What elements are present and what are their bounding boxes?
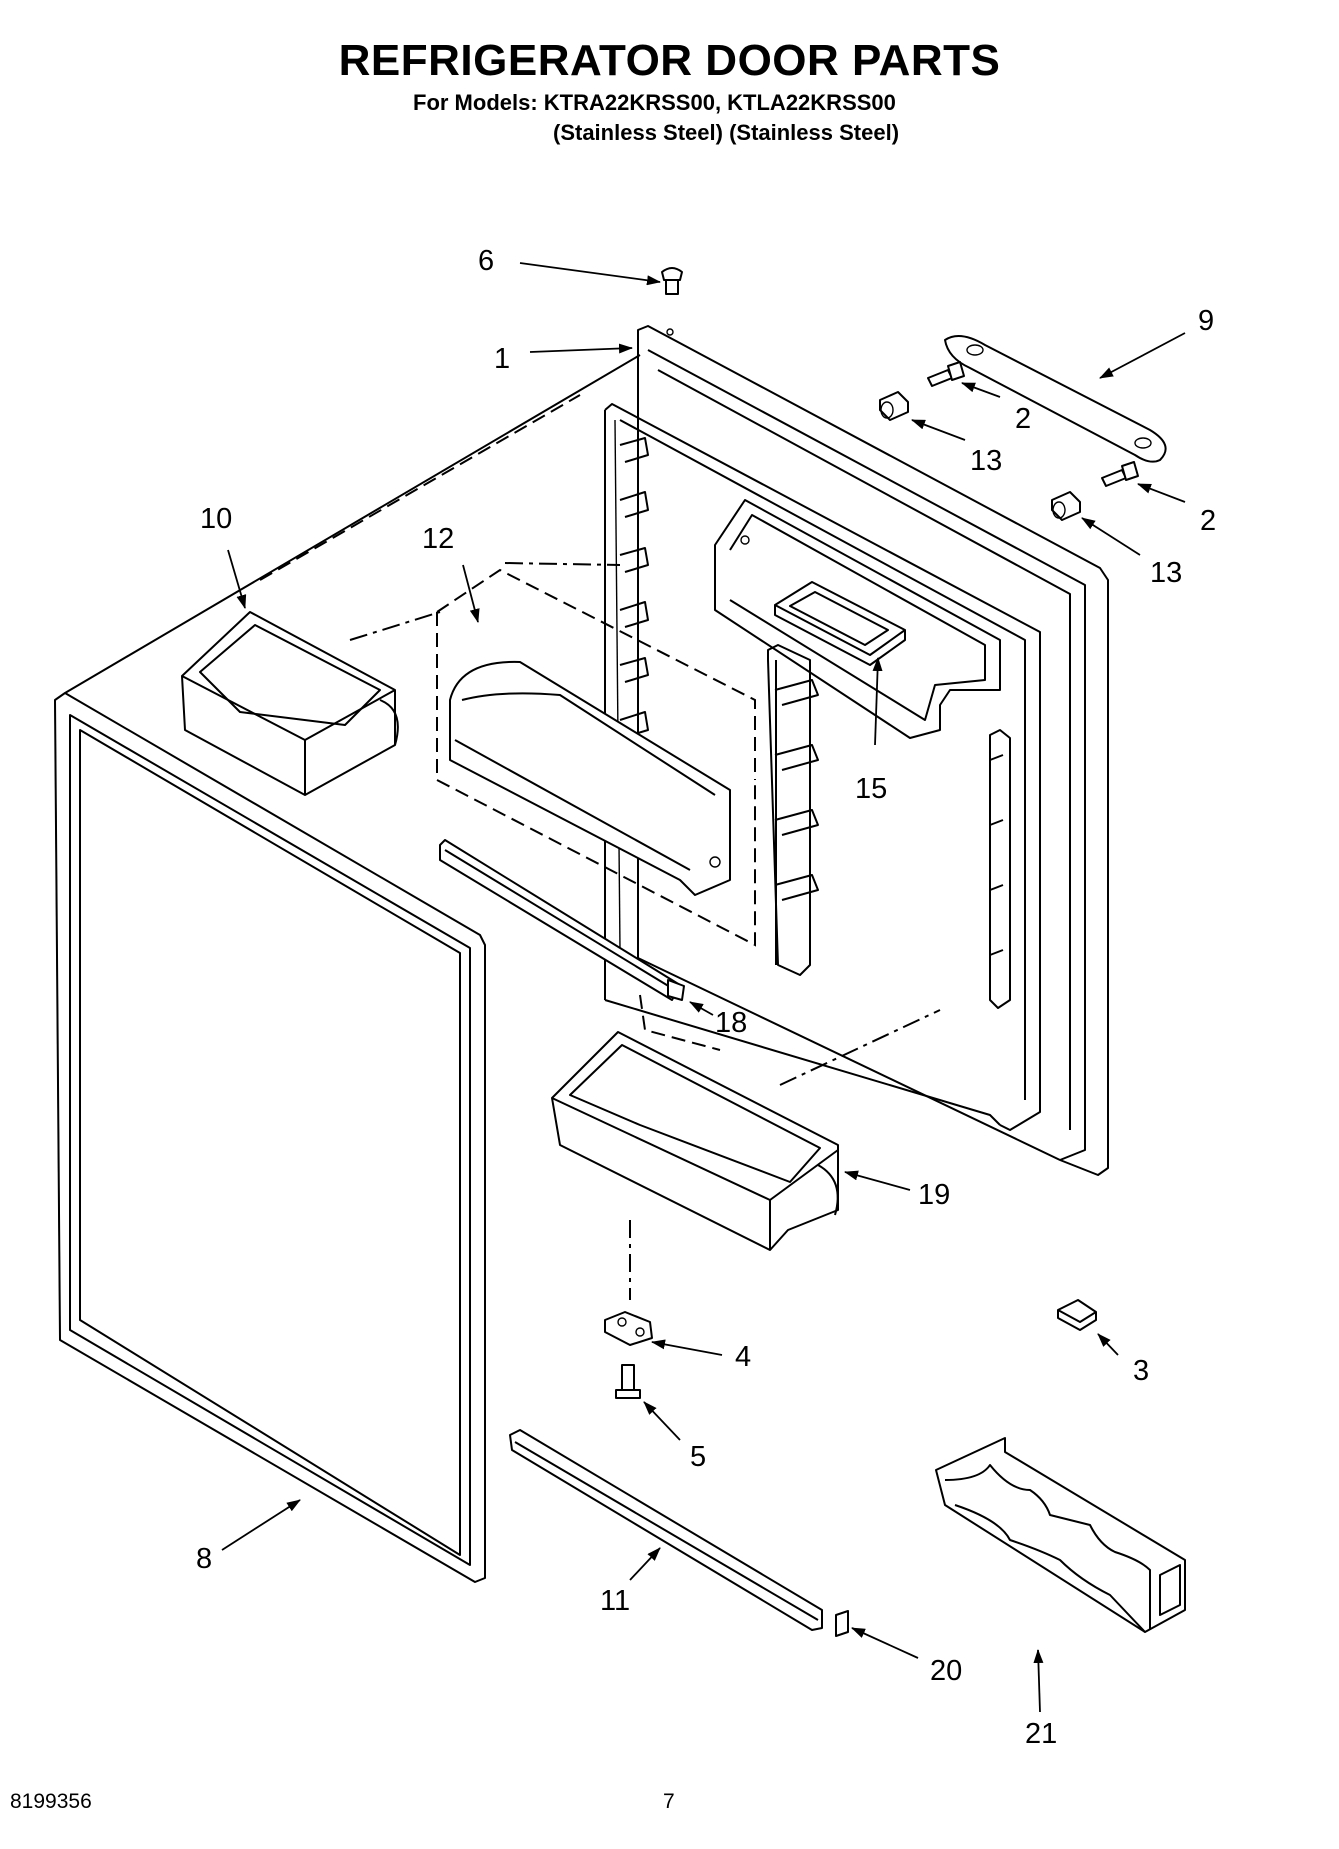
- part-9-door-handle: [944, 335, 1167, 463]
- callout-2-upper: 2: [1015, 403, 1031, 435]
- alignment-line-bin-19: [779, 1009, 941, 1086]
- part-8-door-gasket: [54, 692, 486, 1583]
- part-12-dairy-door: [449, 660, 731, 896]
- part-4-lower-hinge: [604, 1311, 653, 1346]
- part-2-handle-screw-lower: [1101, 461, 1139, 487]
- part-1-door-panel: [604, 325, 1109, 1176]
- callout-9: 9: [1198, 305, 1214, 337]
- callout-21: 21: [1025, 1718, 1057, 1750]
- callout-15: 15: [855, 773, 887, 805]
- callout-5: 5: [690, 1441, 706, 1473]
- door-shelf-rail-right: [989, 729, 1011, 1009]
- callout-10: 10: [200, 503, 232, 535]
- part-3-bracket: [1057, 1299, 1097, 1331]
- callout-leaders: [221, 262, 1186, 1713]
- callout-3: 3: [1133, 1355, 1149, 1387]
- assembly-group-outline-top: [436, 568, 756, 780]
- alignment-line: [504, 562, 621, 566]
- part-6-hinge-pin: [661, 267, 683, 295]
- callout-12: 12: [422, 523, 454, 555]
- door-shelf-rail-center: [767, 644, 819, 976]
- part-13-handle-spacer-upper: [879, 391, 909, 421]
- callout-6: 6: [478, 245, 494, 277]
- model-finishes: (Stainless Steel) (Stainless Steel): [553, 120, 900, 145]
- assembly-group-outline: [436, 612, 756, 947]
- document-number: 8199356: [10, 1790, 92, 1813]
- part-18-dairy-rail: [439, 839, 685, 1001]
- callout-4: 4: [735, 1341, 751, 1373]
- part-20-end-cap: [835, 1610, 849, 1637]
- part-19-door-bin-lower: [551, 1031, 839, 1251]
- callout-18: 18: [715, 1007, 747, 1039]
- callout-labels: 6 1 9 2 13 2 13 10 12 15 18 19 4 3 5 8 1…: [196, 245, 1216, 1750]
- model-numbers: For Models: KTRA22KRSS00, KTLA22KRSS00: [413, 90, 896, 115]
- callout-13-upper: 13: [970, 445, 1002, 477]
- part-5-hinge-screw: [615, 1364, 641, 1399]
- callout-2-lower: 2: [1200, 505, 1216, 537]
- callout-1: 1: [494, 343, 510, 375]
- callout-13-lower: 13: [1150, 557, 1182, 589]
- alignment-line-bin-10: [349, 611, 441, 641]
- callout-8: 8: [196, 1543, 212, 1575]
- part-11-trim-strip: [509, 1429, 823, 1631]
- callout-11: 11: [600, 1585, 630, 1617]
- part-2-handle-screw-upper: [927, 361, 965, 387]
- part-21-egg-tray: [935, 1437, 1186, 1633]
- rail-hidden-line: [639, 994, 721, 1051]
- callout-19: 19: [918, 1179, 950, 1211]
- door-outline-hidden: [259, 394, 581, 581]
- part-13-handle-spacer-lower: [1051, 491, 1081, 521]
- callout-20: 20: [930, 1655, 962, 1687]
- page-number: 7: [663, 1790, 675, 1813]
- dairy-compartment-recess: [714, 499, 1001, 739]
- door-outline-edge: [64, 354, 641, 694]
- page-title: REFRIGERATOR DOOR PARTS: [338, 36, 1001, 85]
- part-10-door-bin-upper: [181, 611, 399, 796]
- part-15-utility-tray: [774, 581, 906, 666]
